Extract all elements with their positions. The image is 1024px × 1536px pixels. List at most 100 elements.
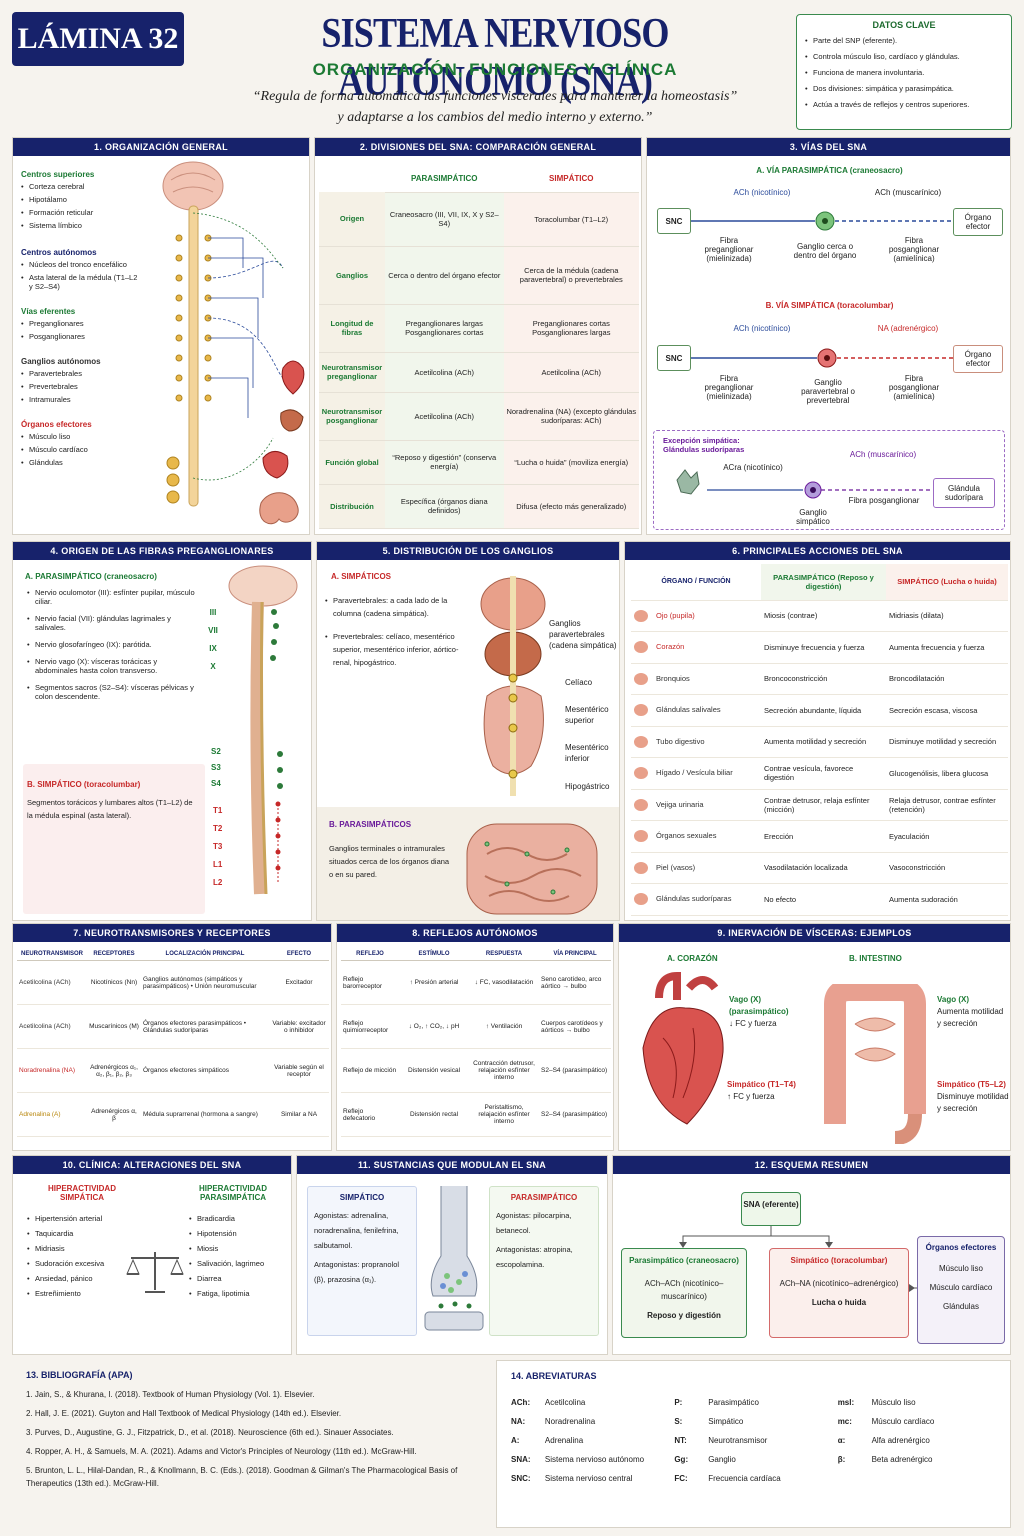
organ-label: Vejiga urinaria xyxy=(656,799,704,809)
balance-scale-icon xyxy=(126,1252,184,1293)
sym-antagonists: Antagonistas: propranolol (β), prazosina… xyxy=(314,1260,400,1284)
sim-cell: Glucogenólisis, libera glucosa xyxy=(886,757,1008,790)
bibliography-item: 4. Ropper, A. H., & Samuels, M. A. (2021… xyxy=(26,1447,417,1456)
organ-label: Ojo (pupila) xyxy=(656,610,695,620)
actions-table: ÓRGANO / FUNCIÓN PARASIMPÁTICO (Reposo y… xyxy=(631,564,1008,916)
location-cell: Órganos efectores simpáticos xyxy=(141,1048,269,1093)
sim-summary-title: Simpático (toracolumbar) xyxy=(790,1256,888,1265)
panel-title: 4. ORIGEN DE LAS FIBRAS PREGANGLIONARES xyxy=(13,542,311,560)
panel-neurotransmisores: 7. NEUROTRANSMISORES Y RECEPTORES NEUROT… xyxy=(12,923,332,1151)
group-item: Intramurales xyxy=(21,395,141,404)
panel-title: 8. REFLEJOS AUTÓNOMOS xyxy=(337,924,613,942)
neurotransmitter-table: NEUROTRANSMISOR RECEPTORES LOCALIZACIÓN … xyxy=(17,948,329,1137)
para-cell: Acetilcolina (ACh) xyxy=(385,392,504,441)
list-item: Salivación, lagrimeo xyxy=(189,1259,289,1268)
panel-title: 9. INERVACIÓN DE VÍSCERAS: EJEMPLOS xyxy=(619,924,1010,942)
para-cell: Contrae detrusor, relaja esfínter (micci… xyxy=(761,789,886,821)
label-mes-inf: Mesentérico inferior xyxy=(565,743,609,763)
abbr-key: NA: xyxy=(511,1417,526,1426)
organ-cell: Corazón xyxy=(631,631,761,664)
list-item: Paravertebrales: a cada lado de la colum… xyxy=(325,594,475,620)
abbr-key: SNC: xyxy=(511,1474,531,1483)
location-cell: Médula suprarrenal (hormona a sangre) xyxy=(141,1092,269,1137)
group-heading: Órganos efectores xyxy=(21,420,92,429)
sim-cell: Secreción escasa, viscosa xyxy=(886,694,1008,727)
sim-title: B. SIMPÁTICO (toracolumbar) xyxy=(27,780,141,789)
efector-node: Órgano efector xyxy=(953,208,1003,236)
panel-reflejos: 8. REFLEJOS AUTÓNOMOS REFLEJO ESTÍMULO R… xyxy=(336,923,614,1151)
label-l2: L2 xyxy=(213,878,223,887)
effector-item: Glándulas xyxy=(942,1302,980,1311)
list-item: Nervio oculomotor (III): esfínter pupila… xyxy=(27,588,197,606)
list-item: Hipotensión xyxy=(189,1229,289,1238)
heart-vagus-label: Vago (X) (parasimpático) ↓ FC y fuerza xyxy=(729,994,799,1030)
organ-label: Bronquios xyxy=(656,673,690,683)
organ-cell: Hígado / Vesícula biliar xyxy=(631,757,761,790)
hyper-para-title: HIPERACTIVIDAD PARASIMPÁTICA xyxy=(198,1184,267,1202)
para-drug-title: PARASIMPÁTICO xyxy=(510,1193,578,1202)
table-corner xyxy=(319,166,385,192)
abbr-key xyxy=(836,1469,870,1488)
snc-node: SNC xyxy=(657,208,691,234)
panel-origen: 4. ORIGEN DE LAS FIBRAS PREGANGLIONARES … xyxy=(12,541,312,921)
abbr-key: Gg: xyxy=(674,1455,689,1464)
sim-summary-function: Lucha o huida xyxy=(811,1298,867,1307)
group-item: Corteza cerebral xyxy=(21,182,141,191)
para-cell: Erección xyxy=(761,820,886,853)
row-header: Distribución xyxy=(319,484,385,529)
para-cell: Miosis (contrae) xyxy=(761,600,886,632)
quote-line-2: y adaptarse a los cambios del medio inte… xyxy=(337,110,653,125)
panel-title: 2. DIVISIONES DEL SNA: COMPARACIÓN GENER… xyxy=(315,138,641,156)
datos-item: Funciona de manera involuntaria. xyxy=(805,68,1003,77)
label-s2: S2 xyxy=(211,747,221,756)
pathway-cell: S2–S4 (parasimpático) xyxy=(539,1048,611,1093)
label-fibra-pos: Fibra posganglionar (amielínica) xyxy=(888,236,940,263)
panel-title: 3. VÍAS DEL SNA xyxy=(647,138,1010,156)
datos-item: Actúa a través de reflejos y centros sup… xyxy=(805,100,1003,109)
page-subtitle: ORGANIZACIÓN, FUNCIONES Y CLÍNICA xyxy=(312,60,678,79)
organ-cell: Tubo digestivo xyxy=(631,726,761,758)
efector-node: Órgano efector xyxy=(953,345,1003,373)
label-ach-nic: ACh (nicotínico) xyxy=(733,324,791,333)
intestine-vagus-effect: Aumenta motilidad y secreción xyxy=(937,1007,1004,1028)
organ-cell: Bronquios xyxy=(631,663,761,695)
panel-vias: 3. VÍAS DEL SNA A. VÍA PARASIMPÁTICA (cr… xyxy=(646,137,1011,535)
col-header: ESTÍMULO xyxy=(399,948,469,961)
organ-cell: Glándulas sudoríparas xyxy=(631,883,761,916)
pathway-lines xyxy=(676,211,953,499)
panel-divisiones: 2. DIVISIONES DEL SNA: COMPARACIÓN GENER… xyxy=(314,137,642,535)
label-celiaco: Celíaco xyxy=(565,678,593,687)
organ-label: Glándulas salivales xyxy=(656,705,721,715)
response-cell: ↑ Ventilación xyxy=(469,1004,539,1049)
sim-cell: Midriasis (dilata) xyxy=(886,600,1008,632)
col-header-para: PARASIMPÁTICO xyxy=(385,166,504,193)
panel-distribucion: 5. DISTRIBUCIÓN DE LOS GANGLIOS A. SIMPÁ… xyxy=(316,541,620,921)
via-sim-title: B. VÍA SIMPÁTICA (toracolumbar) xyxy=(765,301,894,310)
panel-title: 5. DISTRIBUCIÓN DE LOS GANGLIOS xyxy=(317,542,619,560)
pathway-cell: Seno carotídeo, arco aórtico → bulbo xyxy=(539,960,611,1005)
label-ganglio: Ganglio cerca o dentro del órgano xyxy=(793,242,857,260)
sweat-gland-node: Glándula sudorípara xyxy=(933,478,995,508)
response-cell: Peristaltismo, relajación esfínter inter… xyxy=(469,1092,539,1137)
page-title: SISTEMA NERVIOSO AUTÓNOMO (SNA) xyxy=(321,11,669,105)
list-item: Bradicardia xyxy=(189,1214,289,1223)
stimulus-cell: ↓ O₂, ↑ CO₂, ↓ pH xyxy=(399,1004,469,1049)
label-l1: L1 xyxy=(213,860,223,869)
nt-cell: Acetilcolina (ACh) xyxy=(17,960,87,1005)
para-cell: Específica (órganos diana definidos) xyxy=(385,484,504,529)
panel-organizacion: 1. ORGANIZACIÓN GENERAL Centros superior… xyxy=(12,137,310,535)
abbr-key: P: xyxy=(674,1398,683,1407)
row-header: Neurotransmisor posganglionar xyxy=(319,392,385,441)
quote: “Regula de forma automática las funcione… xyxy=(190,86,800,128)
intestine-title: B. INTESTINO xyxy=(849,954,902,963)
abbr-value: Sistema nervioso central xyxy=(544,1474,633,1483)
